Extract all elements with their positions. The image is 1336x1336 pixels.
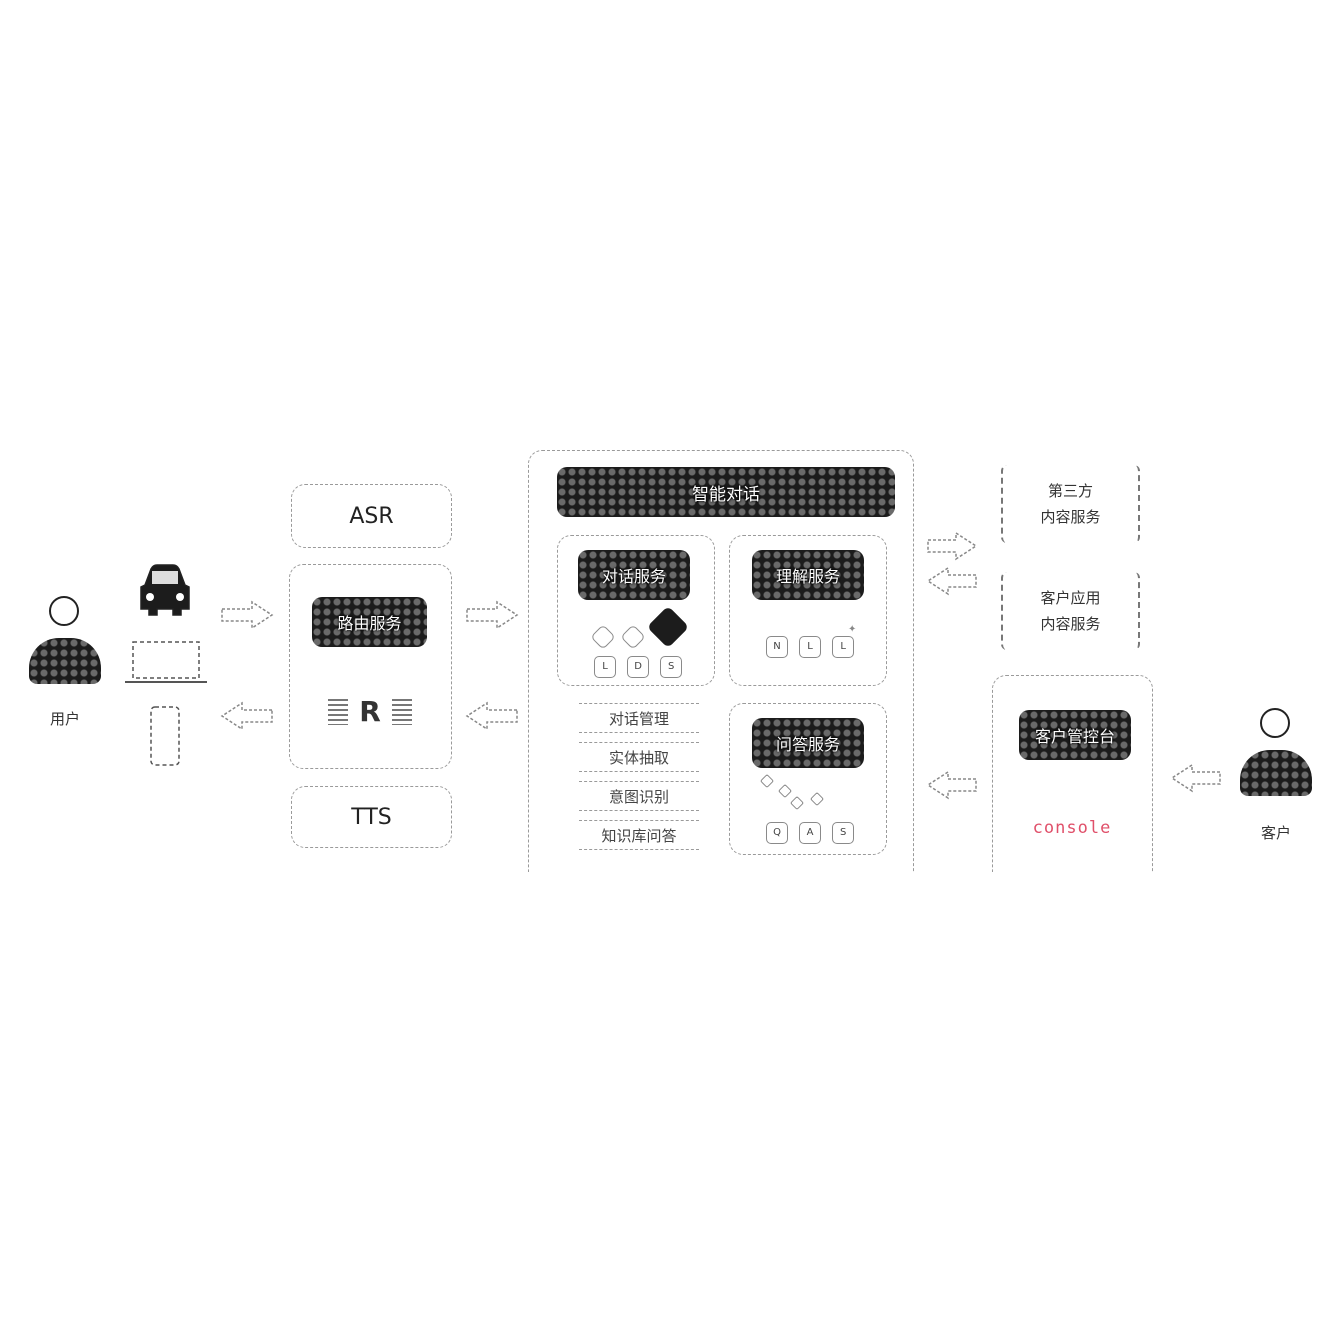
arrow-right-icon bbox=[221, 600, 274, 630]
customer-app-content-box: 客户应用 内容服务 bbox=[1001, 572, 1140, 650]
user-label: 用户 bbox=[49, 710, 80, 728]
third-party-line1: 第三方 bbox=[1047, 482, 1093, 500]
third-party-line2: 内容服务 bbox=[1040, 508, 1101, 526]
dialog-service-title: 对话服务 bbox=[578, 550, 690, 600]
console-title: 客户管控台 bbox=[1019, 710, 1131, 760]
dialog-service-box: 对话服务 L D S bbox=[557, 535, 715, 686]
asr-box: ASR bbox=[291, 484, 452, 548]
chip-s: S bbox=[660, 655, 683, 678]
chip-l: L bbox=[799, 635, 822, 658]
user-figure: 用户 bbox=[25, 596, 105, 736]
understanding-service-box: 理解服务 N L L ✦ bbox=[729, 535, 887, 686]
dialog-chip-row: L D S bbox=[594, 654, 683, 678]
chip-a: A bbox=[799, 821, 822, 844]
core-title: 智能对话 bbox=[557, 467, 895, 517]
tts-label: TTS bbox=[351, 804, 392, 830]
third-party-content-box: 第三方 内容服务 bbox=[1001, 465, 1140, 543]
function-dialog-management: 对话管理 bbox=[579, 703, 699, 733]
understanding-service-title: 理解服务 bbox=[752, 550, 864, 600]
chip-n: N bbox=[766, 635, 788, 658]
arrow-left-icon bbox=[220, 701, 273, 731]
laptop-icon bbox=[125, 641, 207, 683]
customer-app-line1: 客户应用 bbox=[1040, 589, 1101, 607]
refresh-icon bbox=[590, 624, 616, 650]
tts-box: TTS bbox=[291, 786, 452, 848]
arrow-left-icon bbox=[926, 566, 977, 596]
qa-service-box: 问答服务 Q A S bbox=[729, 703, 887, 855]
arrow-left-icon bbox=[926, 770, 977, 800]
console-logo-text: console bbox=[1032, 818, 1112, 838]
arrow-right-icon bbox=[927, 531, 978, 561]
qa-dots-icon bbox=[759, 773, 832, 811]
customer-body-icon bbox=[1240, 750, 1312, 796]
function-entity-extraction: 实体抽取 bbox=[579, 742, 699, 772]
chip-q: Q bbox=[766, 821, 788, 844]
sparkle-icon: ✦ bbox=[848, 624, 857, 635]
arrow-left-icon bbox=[465, 701, 518, 731]
chip-s: S bbox=[832, 821, 855, 844]
qa-chip-row: Q A S bbox=[766, 820, 855, 844]
core-panel: 智能对话 对话服务 L D S 理解服务 N L L ✦ 对话管理 实体抽取 意… bbox=[528, 450, 914, 872]
chip-l: L bbox=[594, 655, 616, 678]
understanding-chip-row: N L L bbox=[766, 634, 855, 658]
customer-head-icon bbox=[1260, 708, 1290, 738]
phone-icon bbox=[150, 706, 180, 766]
function-list: 对话管理 实体抽取 意图识别 知识库问答 bbox=[579, 703, 699, 850]
routing-logo-letter: R bbox=[359, 695, 381, 728]
asr-label: ASR bbox=[349, 503, 394, 529]
qa-service-title: 问答服务 bbox=[752, 718, 864, 768]
function-intent-recognition: 意图识别 bbox=[579, 781, 699, 811]
routing-service-box: 路由服务 R bbox=[289, 564, 452, 769]
customer-label: 客户 bbox=[1260, 824, 1291, 842]
routing-logo-icon: R bbox=[328, 695, 412, 729]
dialog-small-icons bbox=[590, 624, 654, 652]
arrow-left-icon bbox=[1170, 763, 1221, 793]
settings-icon bbox=[620, 624, 646, 650]
routing-service-title: 路由服务 bbox=[312, 597, 427, 647]
car-icon bbox=[140, 564, 190, 616]
console-panel: 客户管控台 console bbox=[992, 675, 1153, 872]
function-kb-qa: 知识库问答 bbox=[579, 820, 699, 850]
customer-figure: 客户 bbox=[1236, 708, 1316, 848]
user-body-icon bbox=[29, 638, 101, 684]
chip-l: L bbox=[832, 635, 855, 658]
arrow-right-icon bbox=[466, 600, 519, 630]
chip-d: D bbox=[627, 655, 650, 678]
user-head-icon bbox=[49, 596, 79, 626]
customer-app-line2: 内容服务 bbox=[1040, 615, 1101, 633]
